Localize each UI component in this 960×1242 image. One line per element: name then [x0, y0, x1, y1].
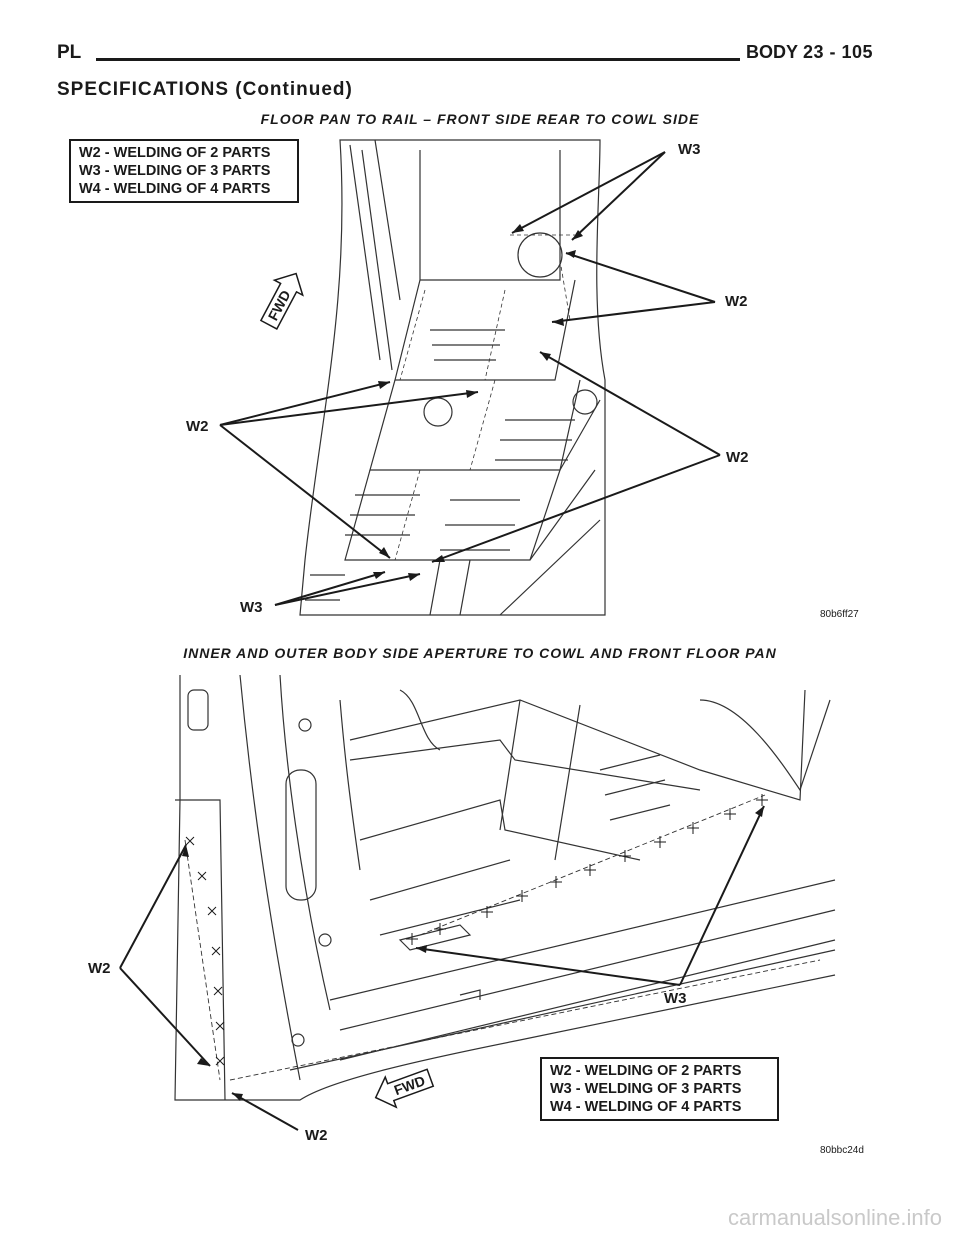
- figure1-callout-w2-left: W2: [186, 418, 209, 435]
- legend-entry-w4: W4 - WELDING OF 4 PARTS: [79, 181, 271, 197]
- figure1-callout-w3-top: W3: [678, 141, 701, 158]
- figure1-fwd-arrow-icon: FWD: [259, 272, 304, 330]
- figure2-aperture-drawing: [174, 674, 836, 1101]
- figure1-title: FLOOR PAN TO RAIL – FRONT SIDE REAR TO C…: [260, 111, 700, 127]
- watermark: carmanualsonline.info: [727, 1205, 942, 1230]
- figure2-callout-w3-right: W3: [664, 990, 687, 1007]
- legend-entry-w4: W4 - WELDING OF 4 PARTS: [550, 1099, 742, 1115]
- section-title: SPECIFICATIONS (Continued): [57, 79, 353, 100]
- figure2-legend: W2 - WELDING OF 2 PARTS W3 - WELDING OF …: [540, 1057, 779, 1121]
- figure1-callout-w2-right-upper: W2: [725, 293, 748, 310]
- legend-entry-w2: W2 - WELDING OF 2 PARTS: [550, 1063, 742, 1079]
- figure1-legend: W2 - WELDING OF 2 PARTS W3 - WELDING OF …: [69, 139, 299, 203]
- header-page-number: 23 - 105: [803, 42, 874, 62]
- figure1-callout-w2-right-lower: W2: [726, 449, 749, 466]
- header-manual-code: PL: [57, 42, 82, 63]
- figure2-title: INNER AND OUTER BODY SIDE APERTURE TO CO…: [183, 645, 777, 661]
- legend-entry-w2: W2 - WELDING OF 2 PARTS: [79, 145, 271, 161]
- header-rule: [96, 58, 740, 61]
- figure2-callout-w2-bottom: W2: [305, 1127, 328, 1144]
- figure2-fwd-arrow-icon: FWD: [374, 1068, 435, 1109]
- legend-entry-w3: W3 - WELDING OF 3 PARTS: [79, 163, 271, 179]
- header-section: BODY: [746, 42, 799, 62]
- figure2-code: 80bbc24d: [820, 1145, 864, 1156]
- figure2-weld-marks: [185, 794, 768, 1066]
- figure1-callout-w3-bottom: W3: [240, 599, 263, 616]
- figure2-callout-w2-left: W2: [88, 960, 111, 977]
- figure1-code: 80b6ff27: [820, 609, 859, 620]
- figure1-floor-pan-drawing: [299, 139, 606, 616]
- legend-entry-w3: W3 - WELDING OF 3 PARTS: [550, 1081, 742, 1097]
